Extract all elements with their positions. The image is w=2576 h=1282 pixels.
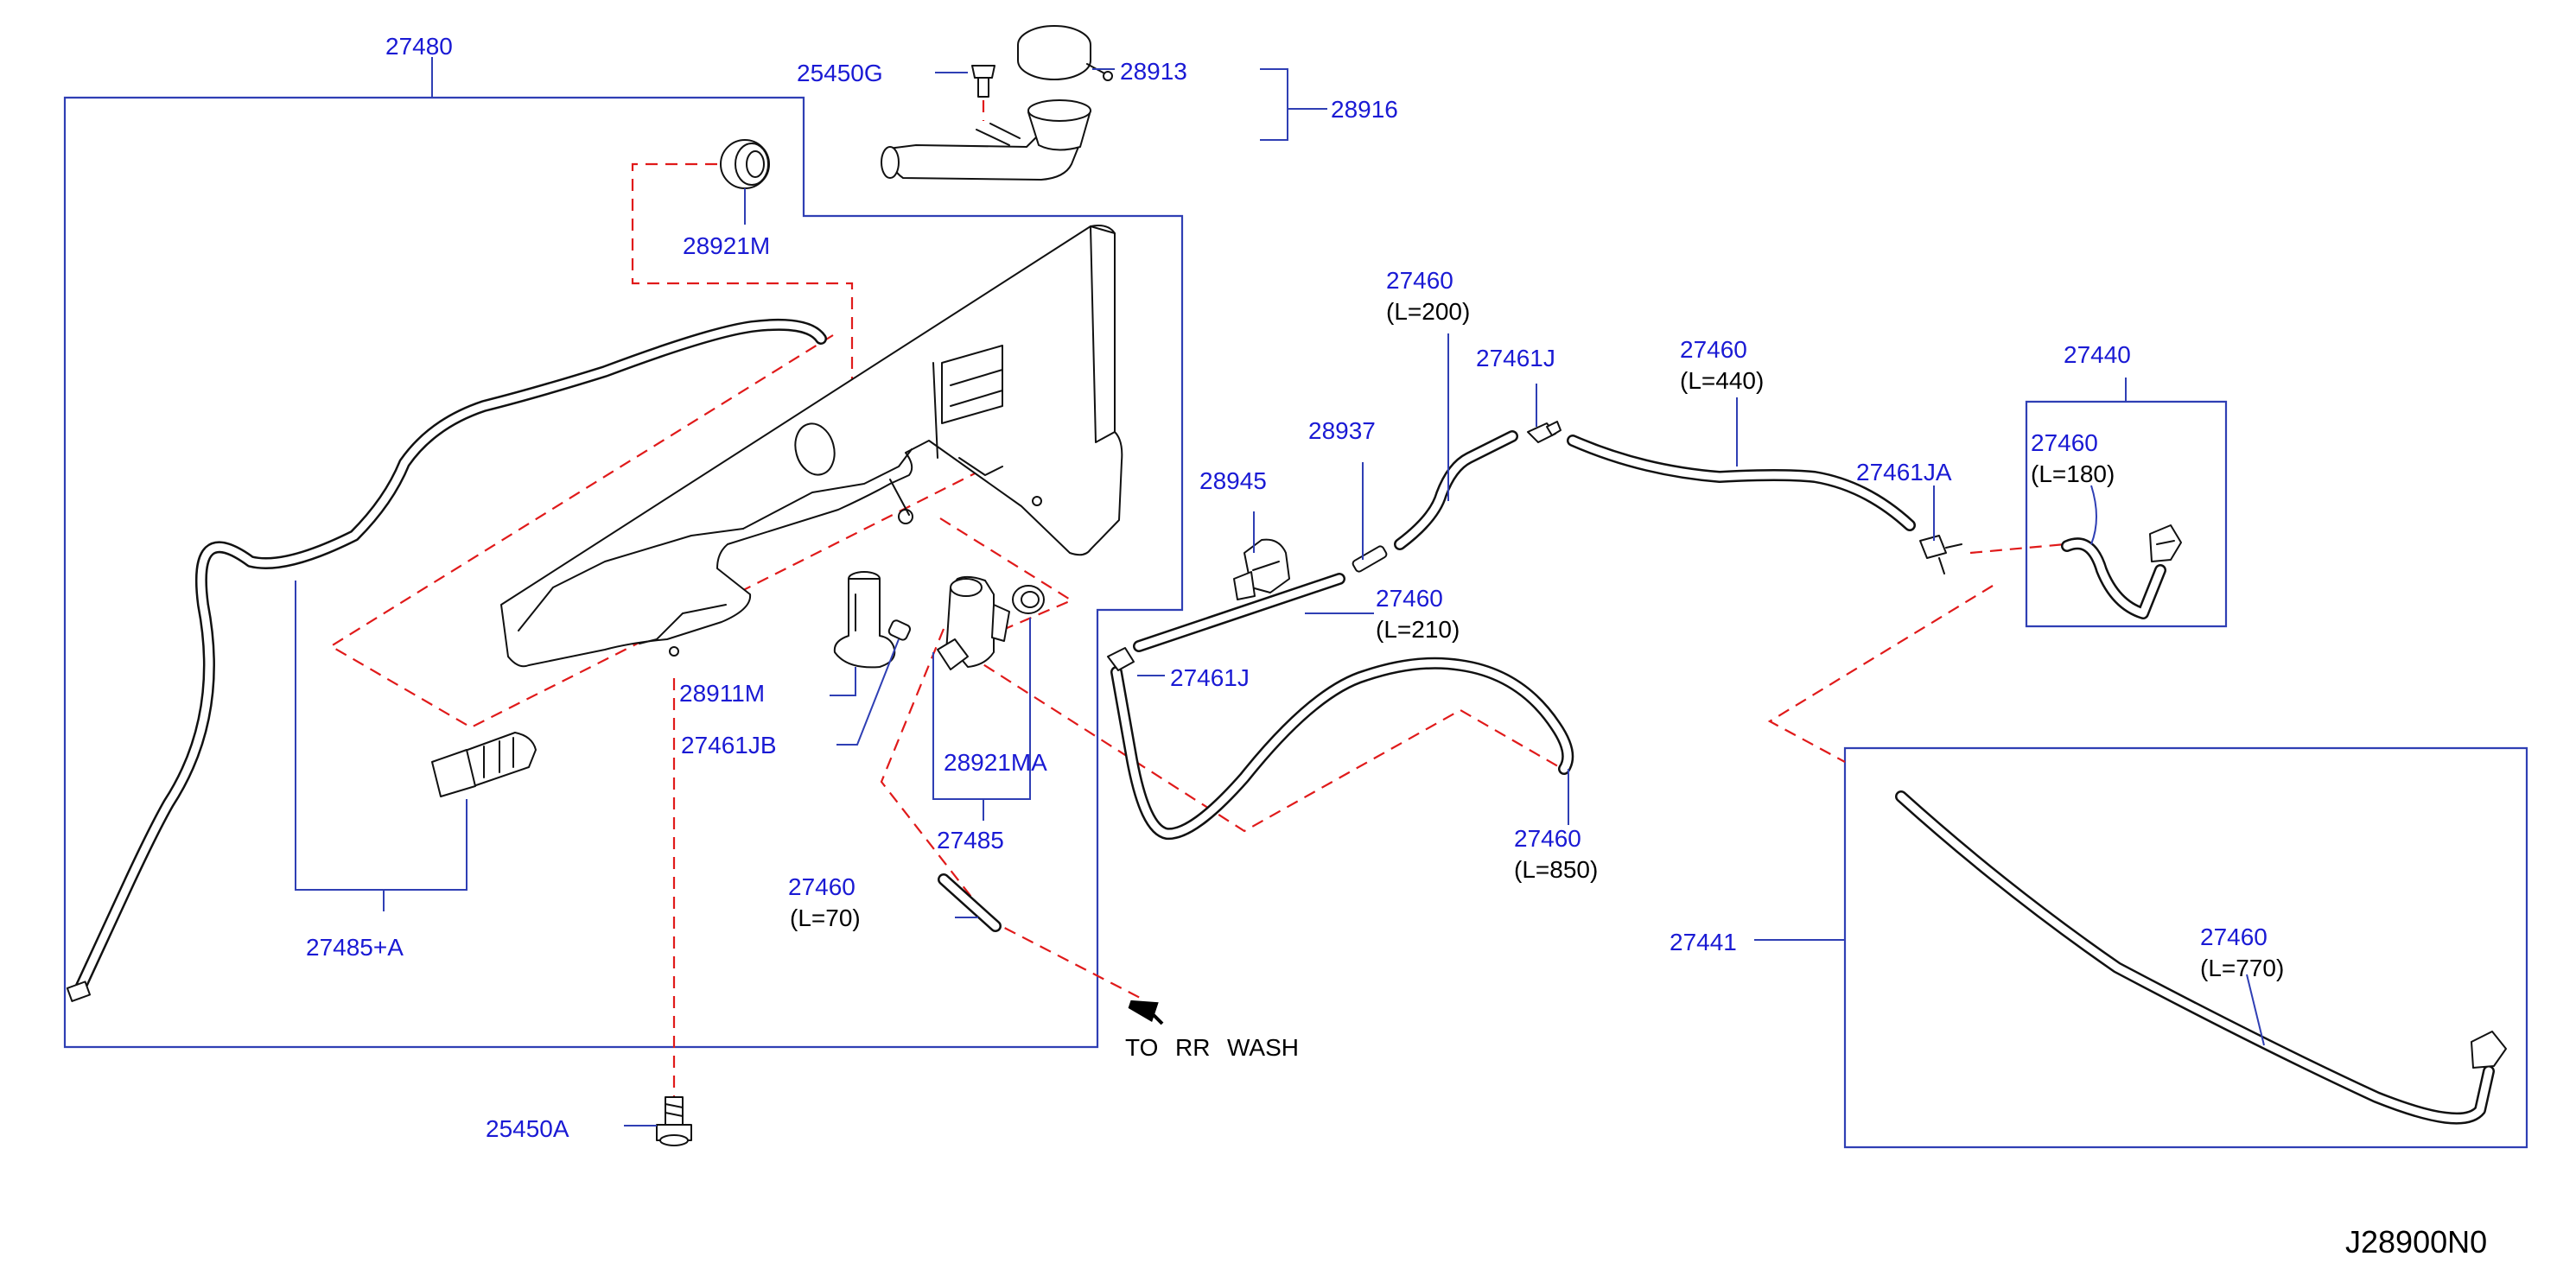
label-27460-L210: 27460 [1376, 585, 1443, 612]
check-valve-28937-icon [1352, 545, 1388, 573]
label-27440: 27440 [2064, 341, 2131, 368]
label-27460-L770: 27460 [2200, 923, 2268, 950]
assembly-box-27441 [1843, 746, 2528, 1149]
label-28913: 28913 [1120, 58, 1187, 85]
rear-wash-arrow-icon [1128, 1000, 1164, 1025]
label-27460-L440: 27460 [1680, 336, 1747, 363]
grommet-28921MA-icon [1012, 585, 1045, 614]
hose-L200-icon [1394, 430, 1518, 550]
label-27461J-top: 27461J [1476, 345, 1555, 371]
long-pump-hose-icon [66, 318, 827, 1002]
label-28945: 28945 [1199, 467, 1267, 494]
filler-neck-28916-icon [881, 99, 1091, 181]
hose-L210-icon [1133, 573, 1345, 652]
note-wash: WASH [1227, 1034, 1299, 1061]
length-L850: (L=850) [1514, 856, 1598, 883]
label-28937: 28937 [1308, 417, 1376, 444]
label-27460-L850: 27460 [1514, 825, 1581, 852]
label-27485: 27485 [937, 827, 1004, 854]
assembly-box-27480 [63, 96, 1184, 1049]
joint-27461JA-icon [1919, 535, 1962, 574]
bolt-25450A-icon [656, 1096, 692, 1146]
joint-27461J-mid-icon [1107, 647, 1135, 671]
hose-L850-icon [1110, 657, 1574, 841]
label-27461J-mid: 27461J [1170, 664, 1250, 691]
hose-L70-icon [938, 873, 1002, 932]
nozzle-hose-L180-icon [2061, 524, 2182, 619]
label-28921MA: 28921MA [944, 749, 1047, 776]
washer-pump-28911M-icon [833, 571, 896, 669]
length-L180: (L=180) [2031, 460, 2115, 487]
label-27441: 27441 [1670, 929, 1737, 955]
label-28921M: 28921M [683, 232, 770, 259]
label-27461JB: 27461JB [681, 732, 777, 758]
length-L770: (L=770) [2200, 955, 2284, 981]
note-to: TO [1125, 1034, 1158, 1061]
hose-L440-icon [1567, 435, 1916, 531]
label-27460-L70: 27460 [788, 873, 855, 900]
joint-27461JB-icon [887, 619, 912, 641]
length-L440: (L=440) [1680, 367, 1764, 394]
diagram-id: J28900N0 [2345, 1224, 2487, 1260]
label-25450G: 25450G [797, 60, 883, 86]
label-28916: 28916 [1331, 96, 1398, 123]
clip-28945-icon [1233, 538, 1290, 600]
label-28911M: 28911M [679, 680, 765, 707]
washer-pump-27485-icon [937, 575, 1010, 670]
grommet-28921M-icon [720, 139, 770, 189]
label-27485A: 27485+A [306, 934, 404, 961]
length-L210: (L=210) [1376, 616, 1460, 643]
note-rr: RR [1175, 1034, 1210, 1061]
label-27460-L200: 27460 [1386, 267, 1453, 294]
label-27480: 27480 [385, 33, 453, 60]
joint-27461J-top-icon [1527, 421, 1562, 443]
assembly-box-27440 [2025, 400, 2228, 628]
length-L200: (L=200) [1386, 298, 1470, 325]
filler-cap-28913-icon [1017, 25, 1113, 81]
length-L70: (L=70) [790, 904, 861, 931]
label-27460-L180: 27460 [2031, 429, 2098, 456]
washer-pump-front-icon [431, 732, 537, 797]
label-25450A: 25450A [486, 1115, 569, 1142]
label-27461JA: 27461JA [1856, 459, 1952, 486]
leader-lines [295, 57, 2265, 1127]
clip-25450G-icon [971, 65, 995, 98]
washer-tank-icon [500, 225, 1123, 668]
nozzle-hose-L770-icon [1895, 790, 2507, 1125]
